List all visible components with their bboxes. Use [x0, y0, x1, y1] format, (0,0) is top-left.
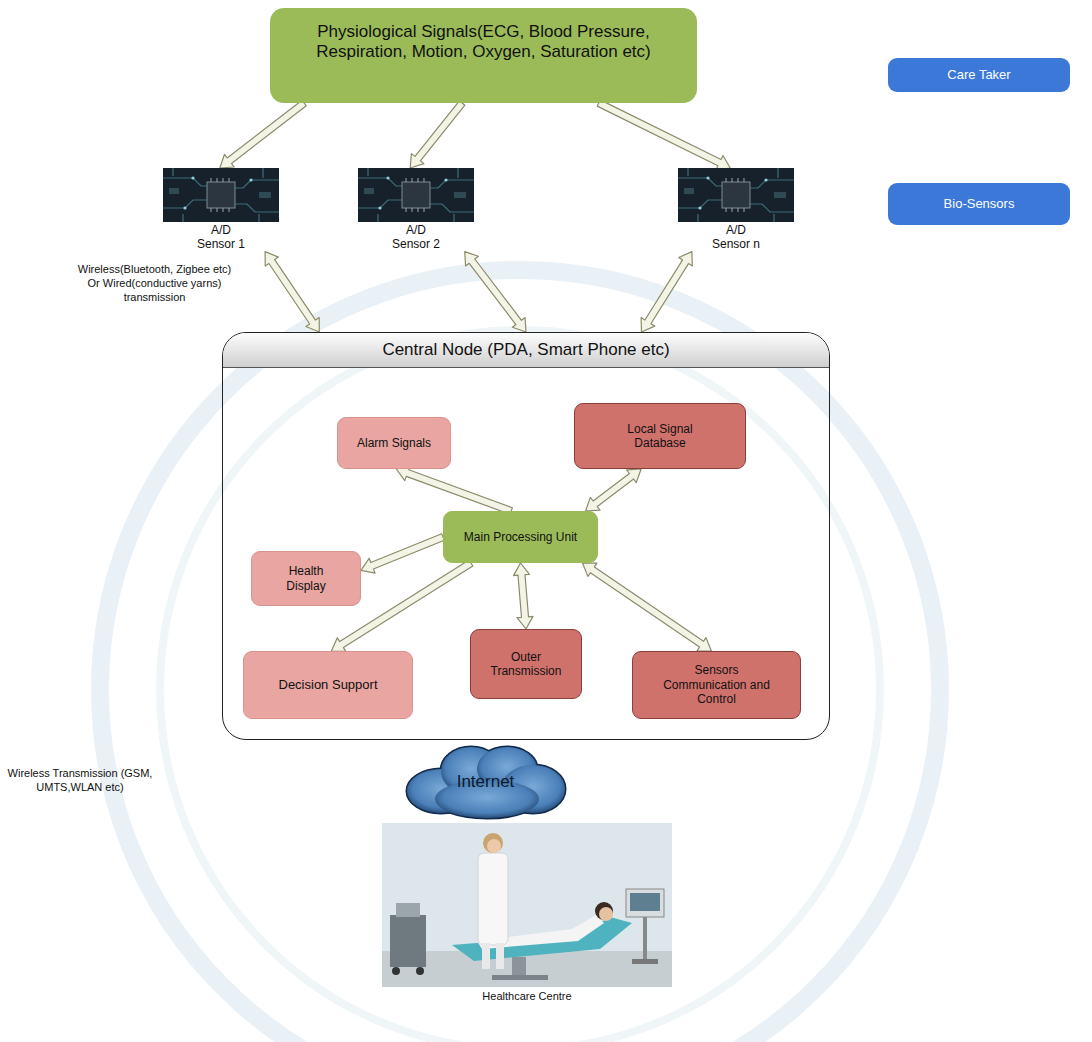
function-box: Sensors Communication and Control [632, 651, 801, 719]
node-label: Internet [457, 772, 515, 792]
node-label: Bio-Sensors [944, 196, 1015, 212]
node-label: A/D Sensor n [706, 224, 766, 252]
sensor-chip: A/D Sensor 1 [163, 168, 279, 252]
node-label: A/D Sensor 1 [191, 224, 251, 252]
node-label: Alarm Signals [357, 436, 431, 450]
node-label: Outer Transmission [480, 650, 572, 679]
function-box: Decision Support [243, 651, 413, 719]
node-label: Physiological Signals(ECG, Blood Pressur… [288, 22, 679, 63]
role-tag: Bio-Sensors [888, 183, 1070, 225]
note-label: Wireless(Bluetooth, Zigbee etc) Or Wired… [72, 263, 237, 304]
block-arrow [410, 101, 465, 168]
block-arrow [514, 563, 534, 629]
function-box: Outer Transmission [470, 629, 582, 699]
function-box: Alarm Signals [337, 417, 451, 469]
central-node: Central Node (PDA, Smart Phone etc) Alarm… [222, 332, 830, 740]
node-label: Central Node (PDA, Smart Phone etc) [223, 333, 829, 368]
node-label: Local Signal Database [614, 422, 706, 451]
process-box: Main Processing Unit [443, 511, 598, 563]
node-label: Care Taker [947, 67, 1010, 83]
node-label: Healthcare Centre [382, 990, 672, 1003]
watermark-ring [160, 330, 880, 1042]
block-arrow [396, 466, 512, 515]
block-arrow [265, 252, 319, 332]
watermark-ring [100, 270, 940, 1042]
block-arrow [465, 252, 526, 332]
healthcare-centre: Healthcare Centre [382, 823, 672, 1003]
node-label: Health Display [275, 564, 337, 593]
sensor-chip: A/D Sensor 2 [358, 168, 474, 252]
signal-source-box: Physiological Signals(ECG, Blood Pressur… [270, 8, 697, 103]
function-box: Local Signal Database [574, 403, 746, 469]
role-tag: Care Taker [888, 58, 1070, 92]
node-label: Decision Support [279, 677, 378, 693]
node-label: Sensors Communication and Control [655, 663, 779, 706]
node-label: Main Processing Unit [464, 530, 577, 544]
block-arrow [641, 252, 692, 332]
block-arrow [583, 563, 712, 651]
chip-image [358, 168, 474, 222]
note-label: Wireless Transmission (GSM, UMTS,WLAN et… [2, 767, 158, 795]
chip-image [163, 168, 279, 222]
block-arrow [586, 469, 642, 511]
function-box: Health Display [251, 551, 361, 606]
block-arrow [597, 100, 730, 170]
chip-image [678, 168, 794, 222]
internet-cloud: Internet [403, 743, 568, 821]
node-label: A/D Sensor 2 [386, 224, 446, 252]
block-arrow [361, 534, 444, 573]
block-arrow [220, 100, 306, 168]
sensor-chip: A/D Sensor n [678, 168, 794, 252]
healthcare-photo [382, 823, 672, 987]
